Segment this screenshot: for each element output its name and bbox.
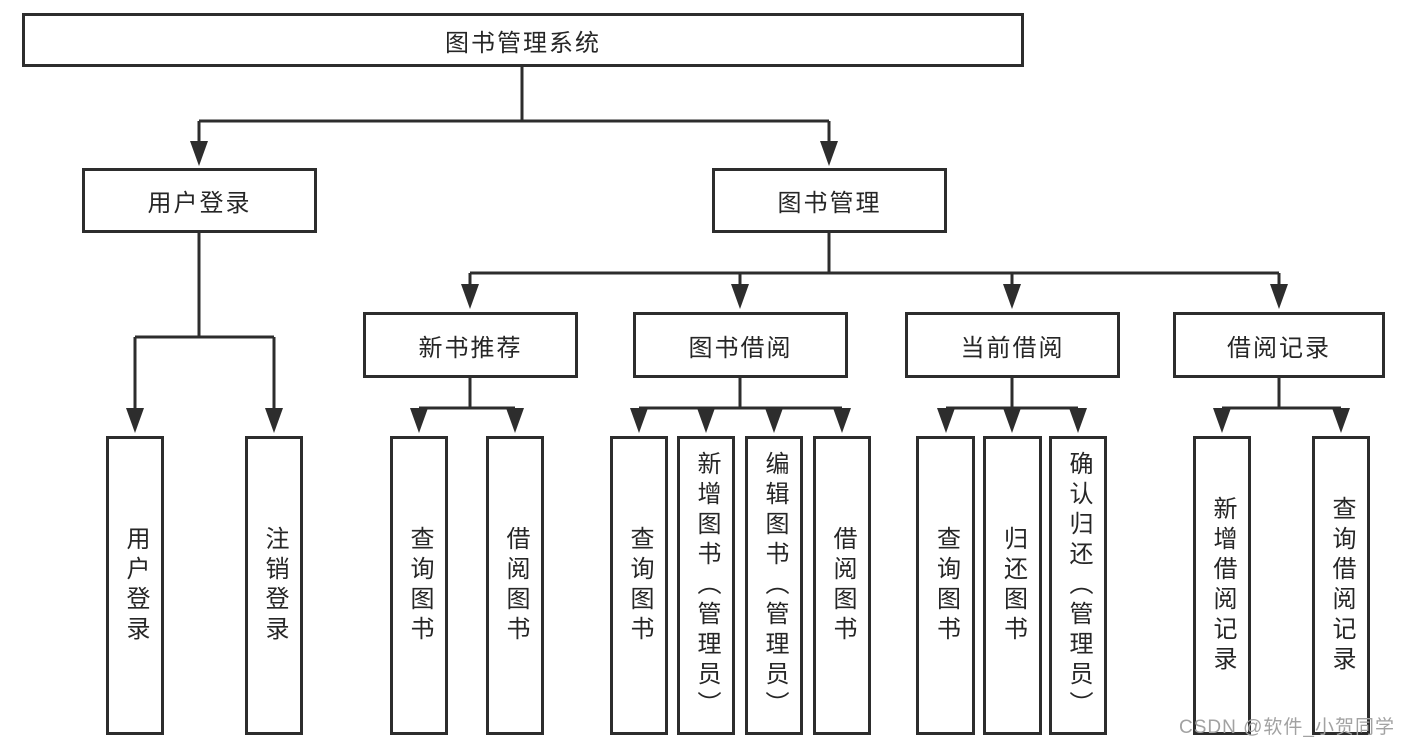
node-borrowing-add-books-admin: 新增图书（管理员） bbox=[677, 436, 735, 735]
node-library-system: 图书管理系统 bbox=[22, 13, 1024, 67]
arrowhead bbox=[937, 408, 955, 433]
arrowhead bbox=[630, 408, 648, 433]
edge-borrow-rec-children bbox=[1213, 378, 1350, 433]
arrowhead bbox=[697, 408, 715, 433]
arrowhead bbox=[833, 408, 851, 433]
arrowhead bbox=[410, 408, 428, 433]
arrowhead bbox=[1332, 408, 1350, 433]
node-newrec-query-books: 查询图书 bbox=[390, 436, 448, 735]
node-book-management-module: 图书管理 bbox=[712, 168, 947, 233]
edge-book-borrow-children bbox=[630, 378, 851, 433]
node-user-login-action: 用户登录 bbox=[106, 436, 164, 735]
arrowhead bbox=[461, 284, 479, 309]
arrowhead bbox=[190, 141, 208, 166]
edge-cur-borrow-children bbox=[937, 378, 1087, 433]
node-borrowing-query-books: 查询图书 bbox=[610, 436, 668, 735]
csdn-watermark: CSDN @软件_小贺同学 bbox=[1179, 717, 1395, 738]
arrowhead bbox=[820, 141, 838, 166]
node-borrowing-edit-books-admin: 编辑图书（管理员） bbox=[745, 436, 803, 735]
arrowhead bbox=[1069, 408, 1087, 433]
node-current-borrowing: 当前借阅 bbox=[905, 312, 1120, 378]
node-borrowing-borrow-books: 借阅图书 bbox=[813, 436, 871, 735]
arrowhead bbox=[731, 284, 749, 309]
node-current-query-books: 查询图书 bbox=[916, 436, 975, 735]
node-records-add-record: 新增借阅记录 bbox=[1193, 436, 1251, 735]
node-borrowing-records: 借阅记录 bbox=[1173, 312, 1385, 378]
node-book-borrowing: 图书借阅 bbox=[633, 312, 848, 378]
arrowhead bbox=[1003, 284, 1021, 309]
edge-book-mgmt-children bbox=[461, 233, 1288, 309]
arrowhead bbox=[765, 408, 783, 433]
edge-new-rec-children bbox=[410, 378, 524, 433]
node-current-confirm-return-admin: 确认归还（管理员） bbox=[1049, 436, 1107, 735]
edge-user-login-children bbox=[126, 233, 283, 433]
node-user-login-module: 用户登录 bbox=[82, 168, 317, 233]
arrowhead bbox=[1003, 408, 1021, 433]
arrowhead bbox=[265, 408, 283, 433]
arrowhead bbox=[1270, 284, 1288, 309]
arrowhead bbox=[1213, 408, 1231, 433]
arrowhead bbox=[506, 408, 524, 433]
node-new-book-recommendation: 新书推荐 bbox=[363, 312, 578, 378]
edge-root-to-level2 bbox=[190, 67, 838, 166]
node-current-return-books: 归还图书 bbox=[983, 436, 1042, 735]
node-newrec-borrow-books: 借阅图书 bbox=[486, 436, 544, 735]
arrowhead bbox=[126, 408, 144, 433]
node-logout-action: 注销登录 bbox=[245, 436, 303, 735]
node-records-query-record: 查询借阅记录 bbox=[1312, 436, 1370, 735]
